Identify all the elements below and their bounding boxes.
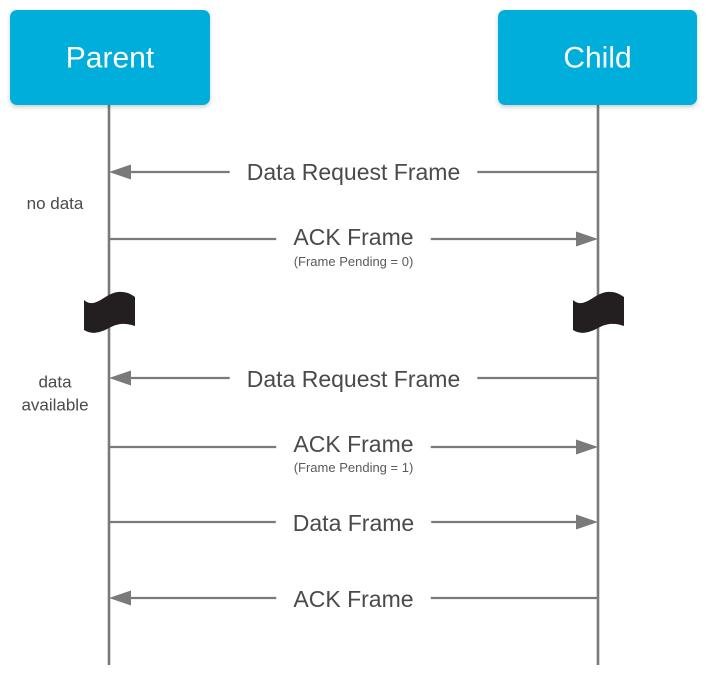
message-msg-data-request-2[interactable]: Data Request Frame (109, 366, 598, 392)
break-child-flag-icon (573, 291, 624, 333)
arrowhead-left (109, 370, 131, 386)
lifelines-group (107, 105, 600, 665)
break-symbols-group (84, 291, 624, 333)
message-msg-ack-2[interactable]: ACK Frame (Frame Pending = 1) (109, 431, 598, 475)
message-label: ACK Frame (293, 431, 413, 457)
actor-rect-child (498, 10, 697, 105)
message-sublabel: (Frame Pending = 0) (294, 254, 414, 269)
actor-label-parent: Parent (66, 42, 155, 75)
message-label: ACK Frame (293, 586, 413, 612)
break-symbol-shape (573, 291, 624, 333)
actors-group: Parent Child (10, 10, 697, 105)
arrowhead-right (576, 439, 598, 455)
side-label-line: no data (27, 194, 84, 213)
side-label-data-available: data available (21, 373, 88, 415)
message-sublabel: (Frame Pending = 1) (294, 460, 414, 475)
message-msg-data-request-1[interactable]: Data Request Frame (109, 159, 598, 185)
actor-label-child: Child (563, 42, 631, 75)
message-label: Data Request Frame (247, 159, 460, 185)
message-label: Data Request Frame (247, 366, 460, 392)
message-label: ACK Frame (293, 224, 413, 250)
message-label: Data Frame (293, 510, 414, 536)
side-labels-group: no data data available (21, 194, 88, 415)
message-msg-ack-3[interactable]: ACK Frame (109, 586, 598, 612)
side-label-line: available (21, 396, 88, 415)
actor-rect-parent (10, 10, 210, 105)
break-symbol-shape (84, 291, 135, 333)
arrowhead-right (576, 231, 598, 247)
side-label-line: data (38, 373, 72, 392)
break-parent-flag-icon (84, 291, 135, 333)
arrowhead-left (109, 590, 131, 606)
arrowhead-right (576, 514, 598, 530)
message-msg-data-frame[interactable]: Data Frame (109, 510, 598, 536)
side-label-no-data: no data (27, 194, 84, 213)
arrowhead-left (109, 164, 131, 180)
message-msg-ack-1[interactable]: ACK Frame (Frame Pending = 0) (109, 224, 598, 269)
actor-box-parent[interactable]: Parent (10, 10, 210, 105)
actor-box-child[interactable]: Child (498, 10, 697, 105)
